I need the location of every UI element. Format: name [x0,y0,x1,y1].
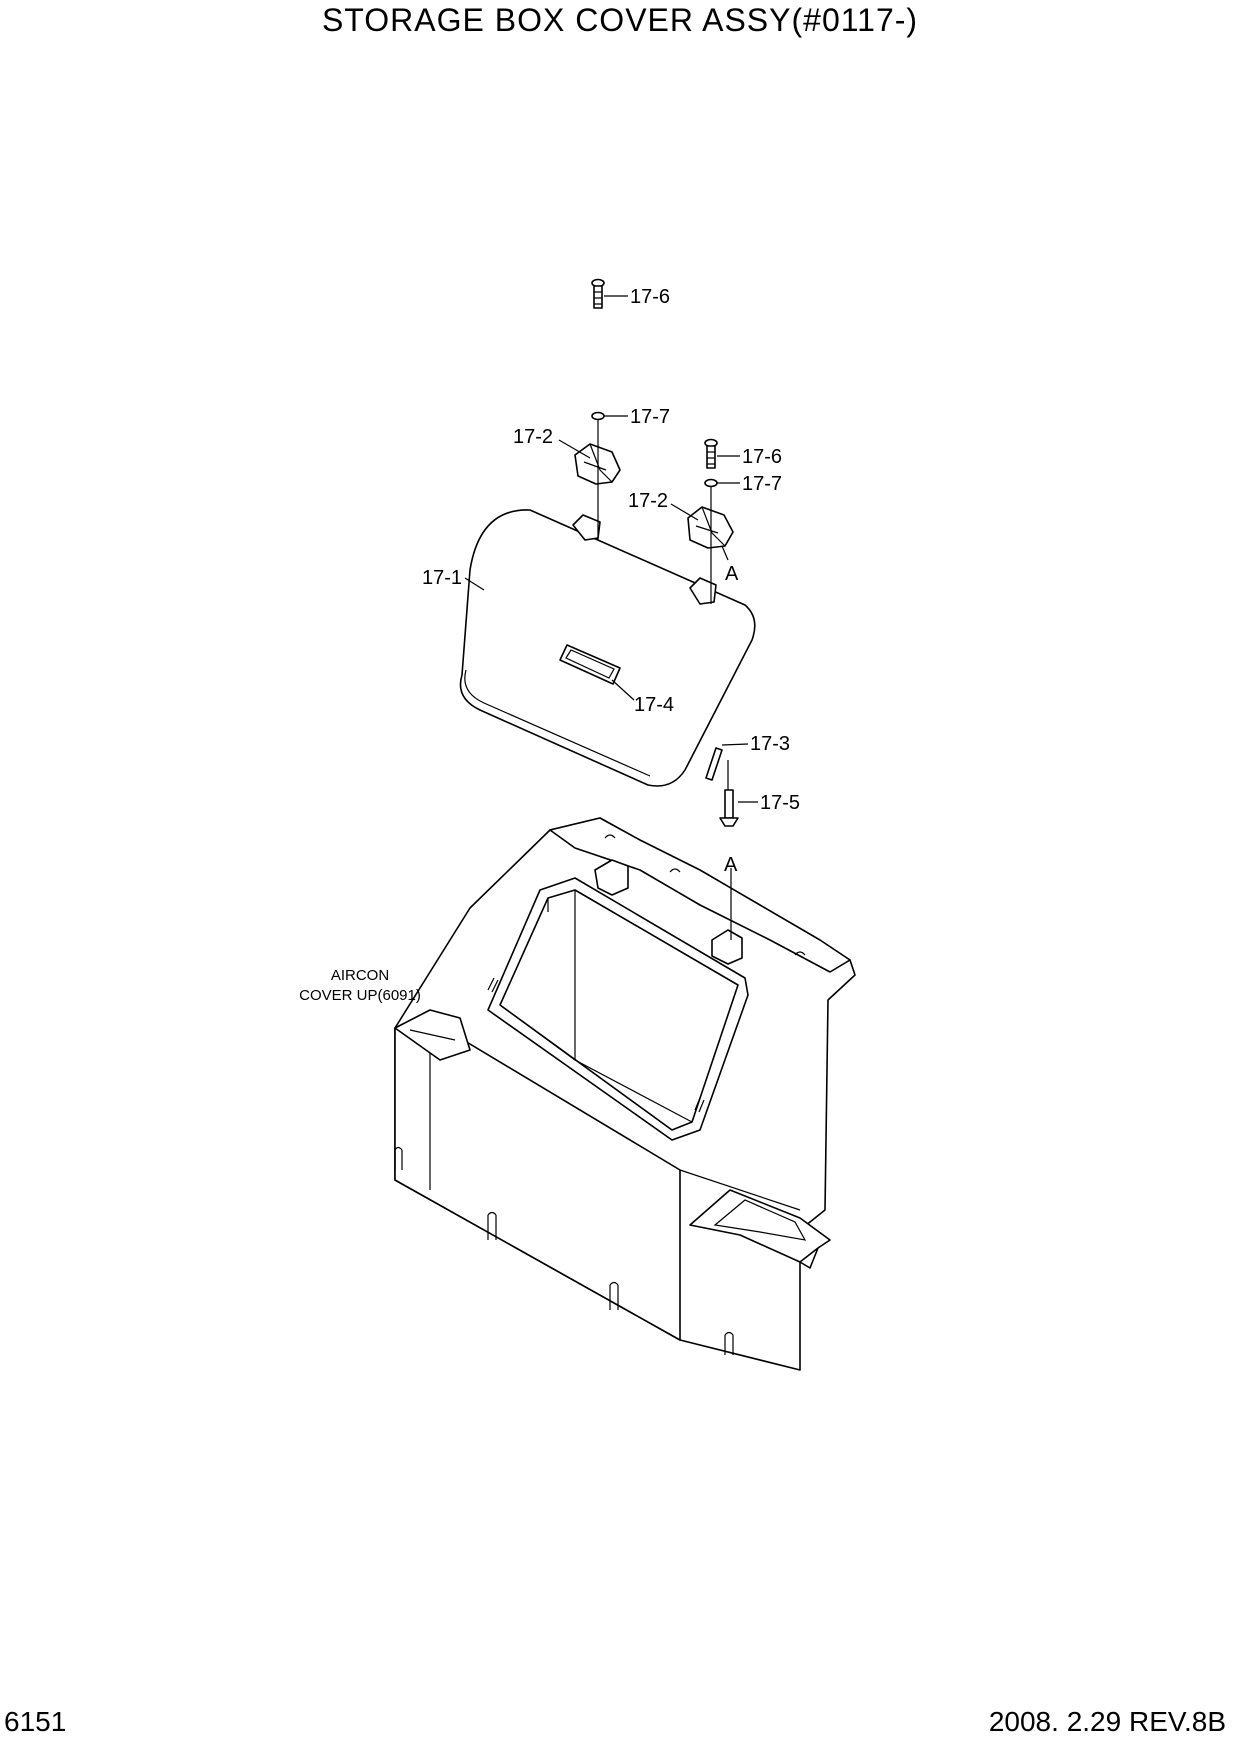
callout-a-lower: A [724,854,738,876]
callout-17-3: 17-3 [750,733,790,755]
aircon-cover-housing [394,817,856,1371]
page-title: STORAGE BOX COVER ASSY(#0117-) [321,2,919,38]
latch-17-3 [705,747,723,781]
callout-17-5: 17-5 [760,792,800,814]
page-number: 6151 [4,1706,67,1737]
cover-handle-17-4 [559,644,621,685]
reference-note-line2: COVER UP(6091) [299,987,421,1004]
washer-17-7-left [591,411,605,421]
callout-17-6-left: 17-6 [630,286,670,308]
callout-17-4: 17-4 [634,694,674,716]
hinge-seat-right [711,929,743,965]
callout-a-upper: A [725,563,739,585]
washer-17-7-right [704,478,718,488]
screw-17-6-right [704,438,718,469]
reference-note-line1: AIRCON [331,967,389,984]
revision-date: 2008. 2.29 REV.8B [988,1706,1226,1737]
callout-17-7-right: 17-7 [742,473,782,495]
callout-17-2-right: 17-2 [628,490,668,512]
screw-17-6-left [591,278,605,309]
screw-17-5 [719,789,739,827]
callout-17-7-left: 17-7 [630,406,670,428]
callout-17-1: 17-1 [422,567,462,589]
cover-panel-17-1 [459,509,756,787]
hinge-seat-left [594,859,629,896]
callout-17-2-left: 17-2 [513,426,553,448]
callout-17-6-right: 17-6 [742,446,782,468]
